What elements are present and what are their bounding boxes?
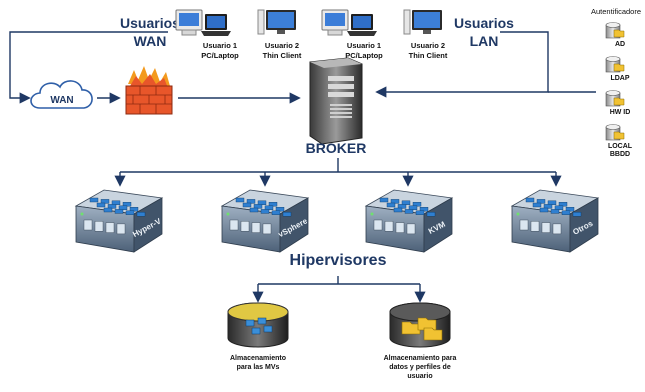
wan-pc-laptop-icon xyxy=(175,9,231,36)
wan-client-2-label: Usuario 2 Thin Client xyxy=(263,41,302,60)
database-icon xyxy=(605,124,625,141)
wan-thin-client-icon xyxy=(257,9,296,35)
svg-text:Almacenamiento para: Almacenamiento para xyxy=(384,355,457,362)
hypervisor-server: Otros xyxy=(510,189,600,253)
svg-text:LAN: LAN xyxy=(470,33,499,49)
storage-vms-icon xyxy=(227,302,289,348)
rack-server-icon xyxy=(74,189,164,253)
hypervisor-list: Hyper-V vSphere KVM Otros xyxy=(74,189,600,253)
svg-text:usuario: usuario xyxy=(407,373,432,380)
lan-thin-client-icon xyxy=(403,9,442,35)
authenticator-label: HW ID xyxy=(610,109,631,116)
svg-text:PC/Laptop: PC/Laptop xyxy=(345,51,383,60)
connectors xyxy=(9,31,596,303)
authenticator-item: AD xyxy=(605,22,625,48)
storage-user-data-label: Almacenamiento para datos y perfiles de … xyxy=(384,355,457,380)
svg-text:Usuario 1: Usuario 1 xyxy=(203,41,237,50)
svg-text:WAN: WAN xyxy=(134,33,167,49)
hypervisors-title: Hipervisores xyxy=(290,252,387,269)
hypervisor-server: Hyper-V xyxy=(74,189,164,253)
storage-user-data-icon xyxy=(389,302,451,348)
database-icon xyxy=(605,56,625,73)
lan-pc-laptop-icon xyxy=(321,9,377,36)
svg-text:Usuario 2: Usuario 2 xyxy=(411,41,445,50)
svg-text:WAN: WAN xyxy=(50,95,73,106)
svg-text:Usuarios: Usuarios xyxy=(454,15,514,31)
authenticator-item: LDAP xyxy=(605,56,630,82)
storage-vms-label: Almacenamiento para las MVs xyxy=(230,355,286,371)
svg-text:PC/Laptop: PC/Laptop xyxy=(201,51,239,60)
svg-text:Usuario 2: Usuario 2 xyxy=(265,41,299,50)
users-wan-label: Usuarios WAN xyxy=(120,15,180,49)
hypervisor-server: KVM xyxy=(364,189,454,253)
authenticator-label-line2: BBDD xyxy=(610,151,630,158)
svg-text:Thin Client: Thin Client xyxy=(263,51,302,60)
authenticator-label: LDAP xyxy=(610,75,629,82)
svg-text:Thin Client: Thin Client xyxy=(409,51,448,60)
rack-server-icon xyxy=(364,189,454,253)
svg-text:para las MVs: para las MVs xyxy=(237,364,280,371)
rack-server-icon xyxy=(510,189,600,253)
rack-server-icon xyxy=(220,189,310,253)
lan-client-2-label: Usuario 2 Thin Client xyxy=(409,41,448,60)
wan-client-1-label: Usuario 1 PC/Laptop xyxy=(201,41,239,60)
svg-text:Usuarios: Usuarios xyxy=(120,15,180,31)
hypervisor-server: vSphere xyxy=(220,189,310,253)
authenticator-label: AD xyxy=(615,41,625,48)
authenticator-item: HW ID xyxy=(605,90,631,116)
broker-label: BROKER xyxy=(306,140,367,156)
lan-client-1-label: Usuario 1 PC/Laptop xyxy=(345,41,383,60)
svg-text:Usuario 1: Usuario 1 xyxy=(347,41,381,50)
auth-title: Autentificadore xyxy=(591,7,641,16)
database-icon xyxy=(605,90,625,107)
svg-text:datos y perfiles de: datos y perfiles de xyxy=(389,364,451,371)
users-lan-label: Usuarios LAN xyxy=(454,15,514,49)
wan-cloud-icon: WAN xyxy=(30,80,93,109)
svg-text:Almacenamiento: Almacenamiento xyxy=(230,355,286,362)
authenticator-label: LOCAL xyxy=(608,143,633,150)
broker-server-icon xyxy=(309,57,363,145)
database-icon xyxy=(605,22,625,39)
firewall-icon xyxy=(125,66,173,115)
